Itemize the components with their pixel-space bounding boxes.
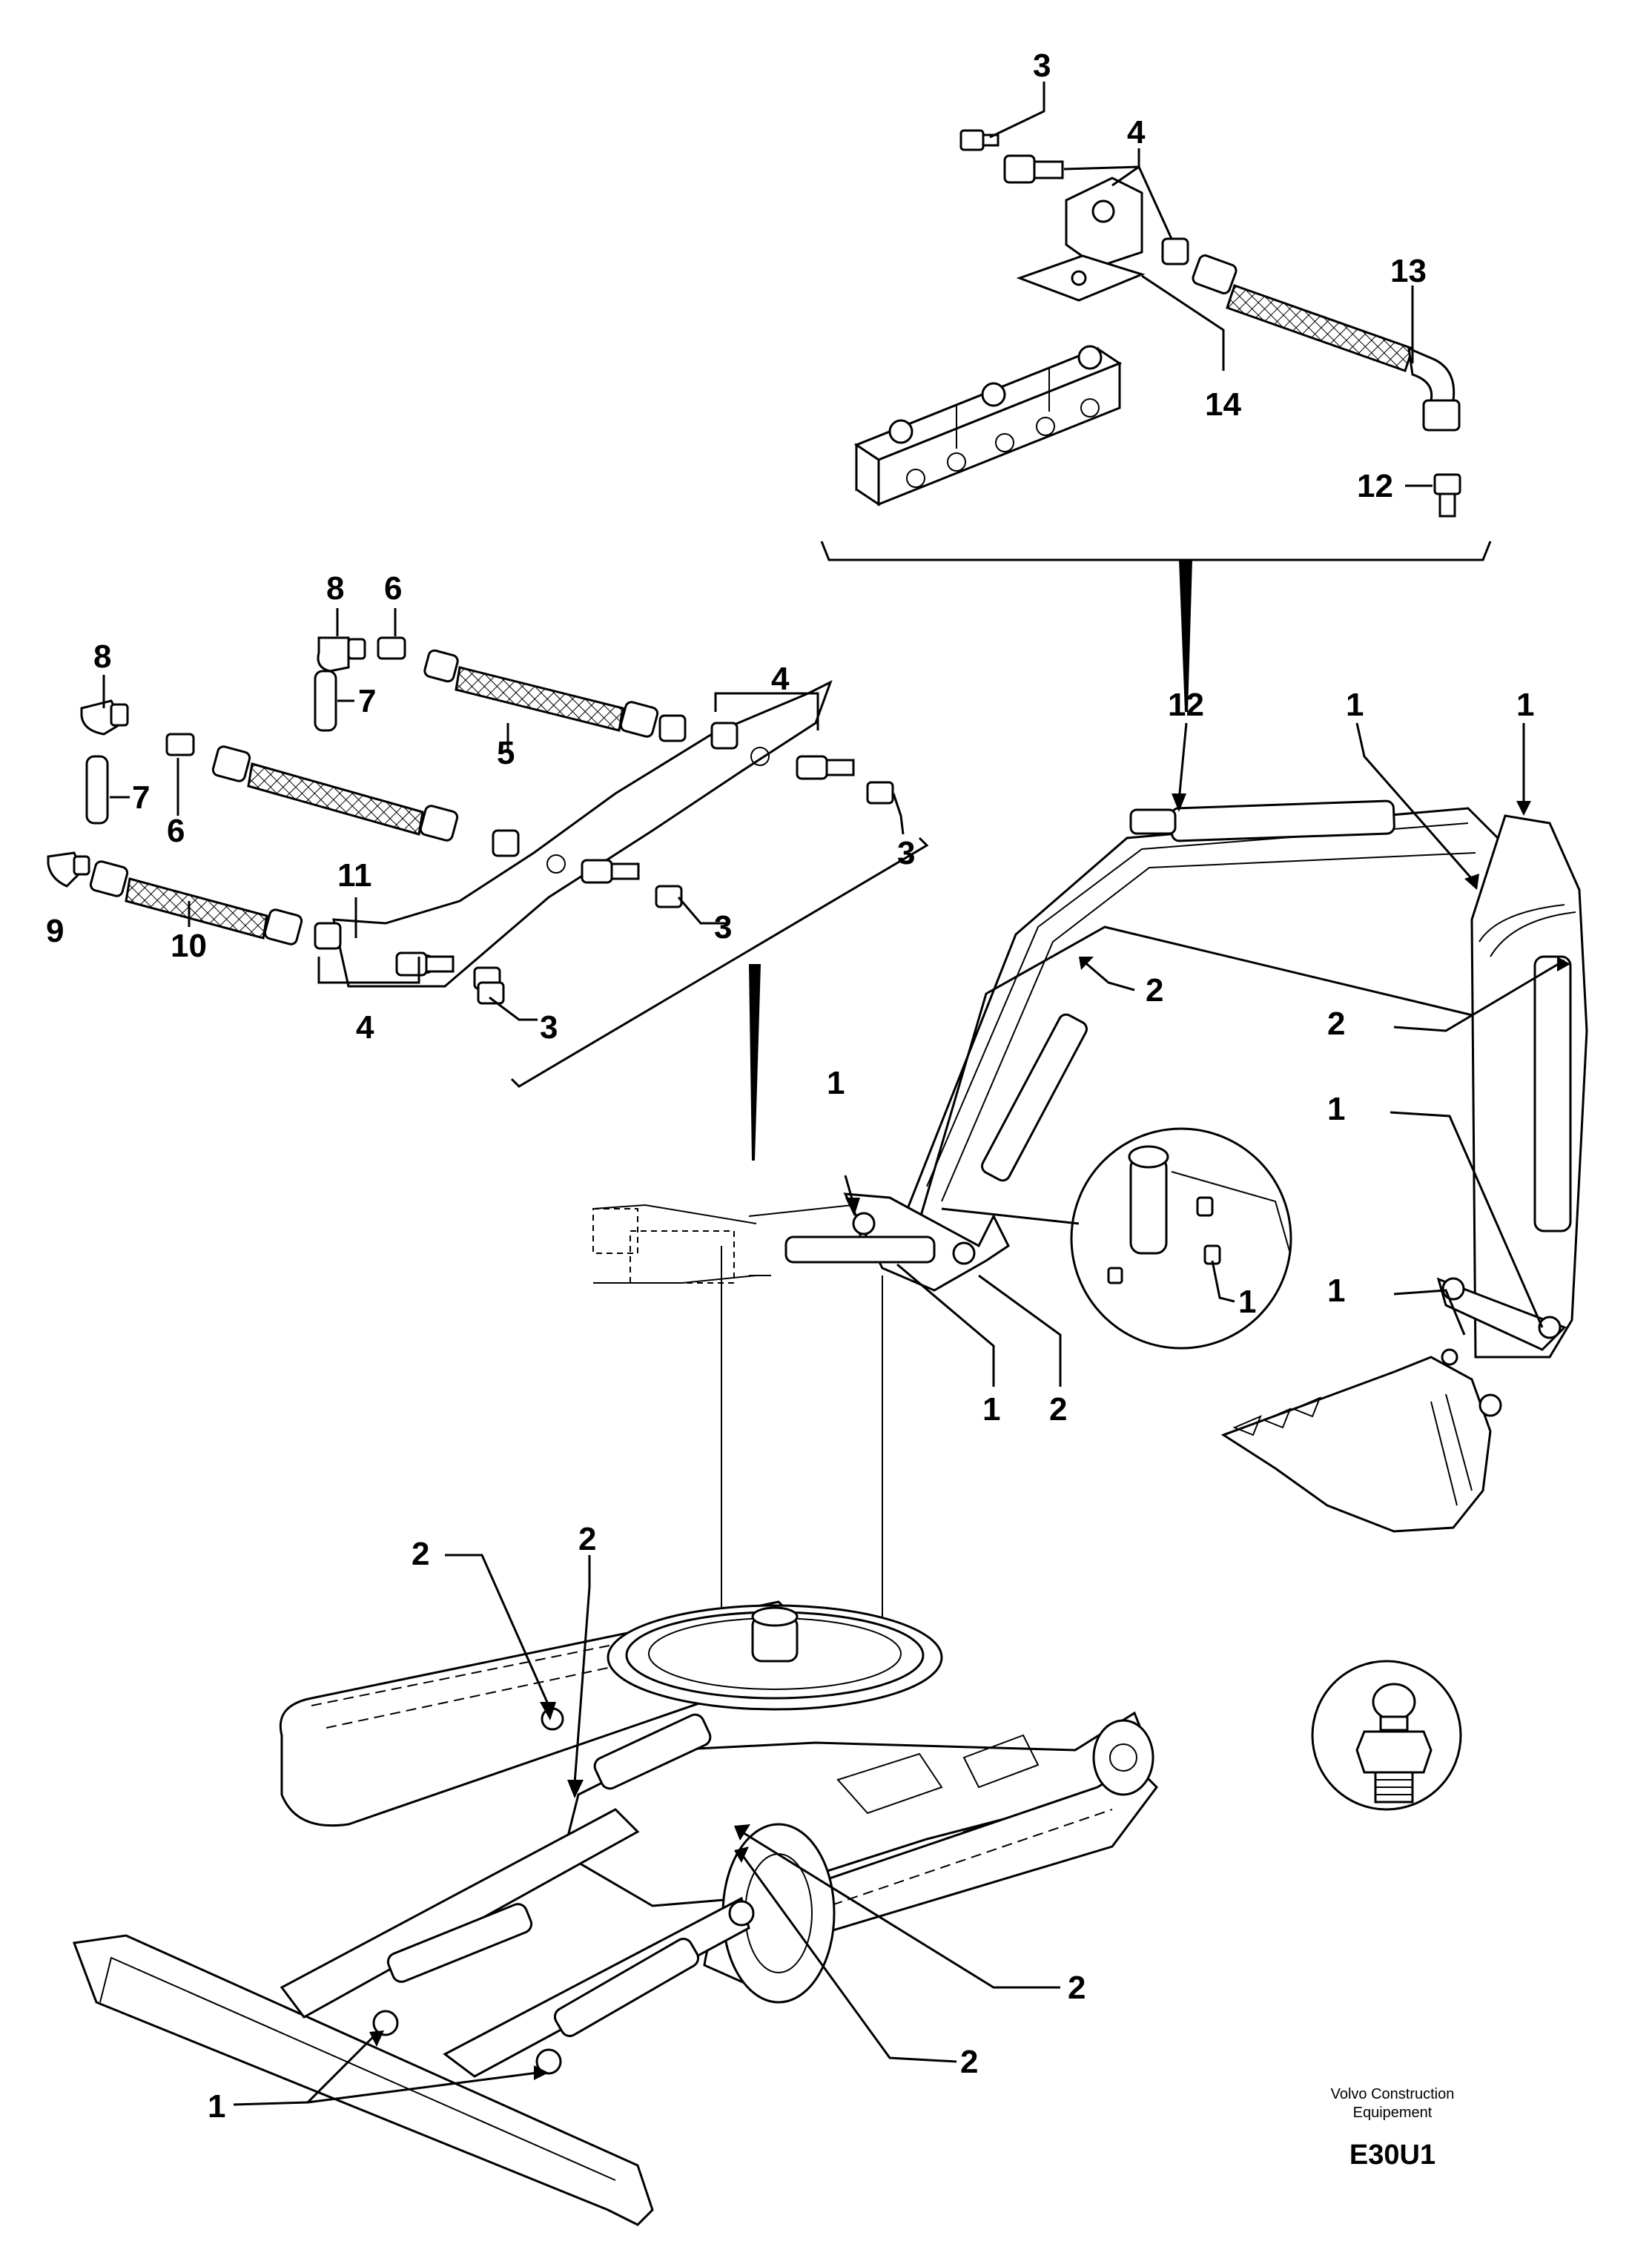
callout-6-b: 6 xyxy=(167,813,185,849)
blade-arm-left xyxy=(280,1808,640,2019)
distribution-block-part xyxy=(853,345,1123,506)
callout-2-b: 2 xyxy=(1327,1006,1345,1042)
callout-4-bot: 4 xyxy=(356,1009,374,1046)
callout-1-f: 1 xyxy=(982,1391,1000,1428)
elbow-fitting-part-8 xyxy=(317,636,366,673)
brand-line-2: Equipement xyxy=(1353,2105,1433,2121)
callout-12-arm: 12 xyxy=(1168,687,1204,723)
callout-5: 5 xyxy=(497,735,515,771)
detail-cylinder-end xyxy=(1107,1145,1291,1284)
grease-nipple-detail xyxy=(1311,1660,1462,1811)
grease-nipple-part-3 xyxy=(959,129,1000,151)
callout-1-a: 1 xyxy=(1346,687,1364,723)
bucket xyxy=(1220,1356,1492,1533)
callout-12-top: 12 xyxy=(1357,468,1393,504)
callout-2-e: 2 xyxy=(578,1521,596,1557)
callout-2-d: 2 xyxy=(412,1536,429,1572)
callout-9: 9 xyxy=(46,913,64,949)
nipple-part-6b xyxy=(165,733,195,756)
callout-1-b: 1 xyxy=(1516,687,1534,723)
grease-point-detail-circle xyxy=(1070,1127,1292,1350)
callout-1-c: 1 xyxy=(827,1065,845,1101)
callout-4-mid: 4 xyxy=(771,661,790,697)
nipple-part-6 xyxy=(377,636,406,660)
hose-part-13 xyxy=(1192,254,1461,432)
drive-sprocket xyxy=(1092,1719,1154,1796)
callout-3-top: 3 xyxy=(1033,47,1051,84)
dozer-blade xyxy=(72,1934,654,2226)
callout-14: 14 xyxy=(1205,386,1241,423)
brand-line-1: Volvo Construction xyxy=(1331,2086,1455,2102)
bucket-cylinder xyxy=(1533,955,1572,1233)
callout-3-a: 3 xyxy=(897,835,915,871)
adapter-part-7b xyxy=(85,755,109,825)
callout-8-a: 8 xyxy=(326,570,344,607)
blade-cylinder-right xyxy=(553,1938,700,2037)
callout-2-f: 2 xyxy=(1068,1970,1086,2006)
callout-1-d: 1 xyxy=(1327,1091,1345,1127)
bolt-part xyxy=(1003,154,1064,184)
callout-2-g: 2 xyxy=(960,2044,978,2080)
undercarriage-group xyxy=(72,1554,1158,2226)
excavator-arm-group xyxy=(592,722,1588,1533)
callout-8-b: 8 xyxy=(93,638,111,675)
boom-cylinder xyxy=(1170,799,1395,842)
diagram-code: E30U1 xyxy=(1349,2139,1435,2171)
grease-nipple-part-12 xyxy=(1433,473,1461,518)
elbow-fitting-part-8b xyxy=(80,699,129,736)
footer: Volvo Construction Equipement E30U1 xyxy=(1331,2086,1455,2171)
callout-10: 10 xyxy=(171,928,207,964)
hose-bracket-plate xyxy=(332,679,833,988)
top-detail-group xyxy=(820,82,1492,712)
arm-cylinder xyxy=(981,1013,1088,1182)
callout-2-a: 2 xyxy=(1146,972,1163,1009)
callout-1-detail: 1 xyxy=(1238,1284,1256,1320)
callout-6-a: 6 xyxy=(384,570,402,607)
swing-cylinder xyxy=(784,1235,936,1264)
boom-hoses-detail-group xyxy=(47,608,929,1161)
hose-part-11 xyxy=(211,745,520,857)
callout-13: 13 xyxy=(1390,253,1427,289)
callout-11: 11 xyxy=(337,857,372,894)
callout-1-g: 1 xyxy=(208,2088,225,2125)
callout-2-c: 2 xyxy=(1049,1391,1067,1428)
elbow-fitting-part-9 xyxy=(47,851,90,888)
callout-7-a: 7 xyxy=(358,683,376,719)
bracket-part-14 xyxy=(1016,176,1146,302)
callout-1-e: 1 xyxy=(1327,1273,1345,1309)
callout-labels: 3 4 13 14 12 8 6 8 7 4 5 7 6 3 11 9 10 3… xyxy=(46,47,1534,2125)
callout-3-b: 3 xyxy=(714,909,732,946)
hose-part-5 xyxy=(423,649,687,742)
blade-cylinder-left xyxy=(386,1903,533,1983)
hose-part-10 xyxy=(89,860,342,950)
callout-7-b: 7 xyxy=(132,779,150,816)
callout-4-top: 4 xyxy=(1127,114,1146,151)
callout-3-c: 3 xyxy=(540,1009,558,1046)
adapter-part-7 xyxy=(314,670,337,732)
nut-part-4 xyxy=(1161,237,1189,265)
